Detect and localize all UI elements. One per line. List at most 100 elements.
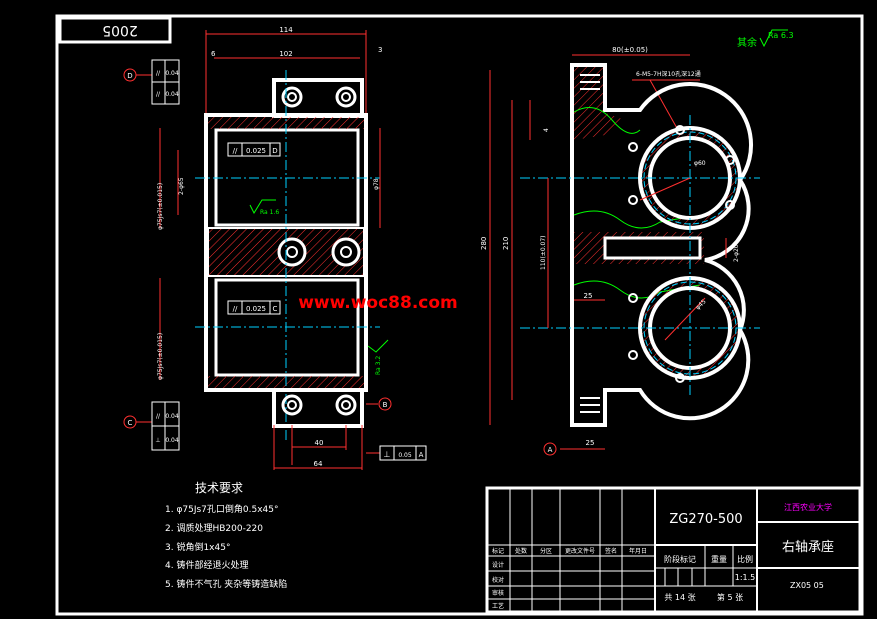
notes-item: 5. 铸件不气孔 夹杂等铸造缺陷: [165, 578, 287, 590]
tol-value: 0.04: [165, 437, 179, 444]
dim-base-25: 25: [586, 439, 595, 447]
dim-top-width: 80(±0.05): [612, 46, 648, 54]
tol-symbol: //: [156, 91, 161, 98]
datum-label: A: [548, 446, 553, 454]
watermark: www.woc88.com: [298, 293, 458, 313]
bolt-hole: [335, 86, 357, 108]
dim-bore-lower: φ75Js7(±0.015): [157, 333, 164, 380]
sign-row-label: 工艺: [492, 602, 504, 610]
break-line: [573, 210, 701, 229]
datum-bubble: [378, 397, 392, 411]
title-scale-label: 比例: [737, 554, 753, 564]
hatched-section: [574, 67, 625, 140]
title-part-name: 右轴承座: [782, 540, 834, 555]
row-label: 分区: [540, 547, 552, 555]
tol-value: 0.025: [246, 147, 266, 155]
roughness-symbol-icon: [249, 199, 276, 215]
bolt-hole: [281, 86, 303, 108]
notes-item: 2. 调质处理HB200-220: [165, 522, 263, 534]
side-body-outline: [570, 63, 754, 427]
middle-hole: [286, 246, 298, 258]
tol-symbol: ⊥: [384, 450, 391, 459]
technical-notes: 技术要求 1. φ75Js7孔口倒角0.5x45° 2. 调质处理HB200-2…: [165, 481, 287, 590]
dim-side-depth: 2-φ65: [178, 177, 185, 195]
tol-value: 0.04: [165, 91, 179, 98]
sign-row-label: 设计: [492, 561, 504, 569]
datum-label: C: [128, 419, 133, 427]
tolerance-frame-lower: // 0.025 C: [227, 300, 281, 315]
row-label: 签名: [605, 547, 617, 555]
dim-slot: 2-φ20: [733, 244, 740, 262]
dim-bore-upper: φ75Js7(±0.015): [157, 183, 164, 230]
dim-overall-height: 280: [480, 237, 488, 250]
tol-datum: A: [419, 451, 424, 459]
dim-width-64: 64: [314, 460, 323, 468]
title-drawing-no: ZX05 05: [790, 581, 824, 590]
title-sheet-total: 共 14 张: [664, 593, 695, 602]
middle-hole: [331, 237, 361, 267]
tol-value: 0.04: [165, 413, 179, 420]
corner-label-box: [58, 16, 172, 44]
tol-datum: D: [272, 147, 277, 155]
bolt-hole: [287, 92, 297, 102]
dim-thin: 4: [543, 128, 550, 132]
slot: [603, 236, 702, 260]
tol-symbol: //: [233, 305, 238, 313]
notes-title: 技术要求: [195, 481, 243, 495]
tol-symbol: ⊥: [155, 437, 160, 444]
tol-value: 0.025: [246, 305, 266, 313]
datum-label: B: [383, 401, 388, 409]
tol-datum: C: [273, 305, 278, 313]
dim-offset-25: 25: [584, 292, 593, 300]
middle-hole: [277, 237, 307, 267]
tol-symbol: //: [233, 147, 238, 155]
bottom-ear: [272, 388, 364, 428]
dim-small-top: 3: [378, 46, 382, 54]
roughness-note-label: 其余: [737, 36, 757, 49]
screw-hole: [725, 155, 735, 165]
tol-value: 0.04: [165, 70, 179, 77]
dim-height-210: 210: [502, 237, 510, 250]
roughness-note-value: Ra 6.3: [768, 31, 794, 40]
dim-dia-60: φ60: [694, 160, 706, 167]
screw-hole: [725, 200, 735, 210]
corner-label: 2005: [102, 22, 138, 38]
bolt-hole: [287, 400, 297, 410]
title-stage-label: 阶段标记: [664, 554, 696, 564]
screw-hole: [628, 350, 638, 360]
notes-item: 3. 锐角倒1x45°: [165, 541, 230, 553]
datum-bubble: [543, 442, 557, 456]
title-school: 江西农业大学: [784, 502, 832, 512]
dim-bolt-span: 102: [279, 50, 292, 58]
roughness-mark: Ra 1.6: [260, 209, 279, 216]
roughness-symbol-icon: [367, 339, 389, 353]
tol-symbol: //: [156, 70, 161, 77]
row-label: 标记: [492, 547, 504, 555]
datum-label: D: [127, 72, 132, 80]
roughness-mark: Ra 3.2: [375, 356, 382, 375]
tol-symbol: //: [156, 413, 161, 420]
title-sheet-no: 第 5 张: [717, 592, 743, 602]
screw-hole: [675, 125, 685, 135]
tolerance-frame-bottom: ⊥ 0.05 A: [366, 445, 427, 461]
title-block: ZG270-500 江西农业大学 右轴承座 ZX05 05 阶段标记 重量 比例…: [485, 486, 862, 614]
dim-left-offset: 6: [211, 50, 216, 58]
dim-overall-width: 114: [279, 26, 293, 34]
bolt-hole: [341, 92, 351, 102]
tolerance-stack-top: D // 0.04 // 0.04: [123, 59, 180, 105]
outer-border: [55, 14, 864, 616]
roughness-symbol-icon: [759, 29, 788, 48]
dim-inner-bore: φ78: [373, 178, 380, 190]
bolt-hole: [335, 394, 357, 416]
row-label: 处数: [515, 547, 527, 555]
notes-item: 1. φ75Js7孔口倒角0.5x45°: [165, 503, 279, 515]
dim-center-distance: 110(±0.07): [540, 235, 547, 270]
screw-hole: [628, 142, 638, 152]
dim-hole-note: 6-M5-7H深10孔深12通: [636, 70, 701, 78]
tolerance-stack-bottom: C // 0.04 ⊥ 0.04: [123, 401, 180, 451]
title-scale-value: 1:1.5: [735, 573, 756, 582]
screw-hole: [675, 373, 685, 383]
sign-row-label: 审核: [492, 589, 504, 597]
row-label: 年月日: [629, 547, 647, 555]
